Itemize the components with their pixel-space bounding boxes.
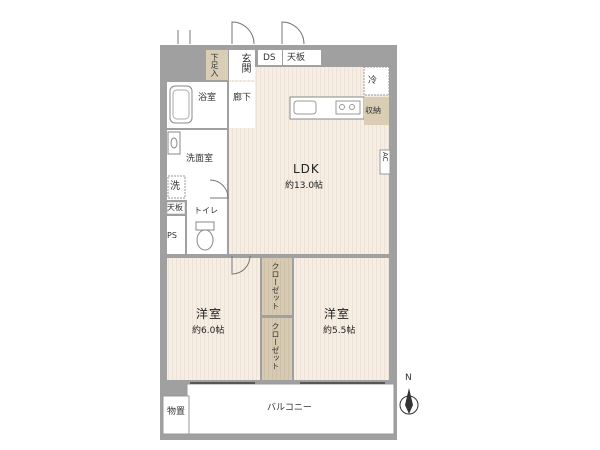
burner-icon — [339, 104, 345, 110]
western1-size: 約6.0帖 — [192, 326, 225, 336]
ldk-name: LDK — [293, 162, 320, 176]
ds-area — [258, 50, 282, 65]
ac-label: AC — [381, 152, 389, 162]
top-board-area — [283, 50, 321, 65]
hallway-floor — [229, 82, 255, 128]
washer-icon — [167, 175, 186, 199]
ac-box — [379, 149, 391, 175]
ldk-size: 約13.0帖 — [285, 181, 324, 191]
closet1-label: クローゼット — [271, 262, 280, 310]
western1-name: 洋室 — [196, 307, 223, 321]
closet2-label: クローゼット — [271, 322, 280, 370]
entrance-door-2 — [281, 21, 305, 45]
shoe-door — [177, 30, 191, 44]
compass-needle — [405, 388, 413, 414]
bath-label: 浴室 — [198, 93, 217, 103]
western2-size: 約5.5帖 — [323, 326, 356, 336]
bathtub-inner — [172, 89, 190, 120]
western2-name: 洋室 — [324, 307, 351, 321]
top-board-wash-label: 天板 — [167, 203, 183, 212]
burner-icon — [349, 104, 355, 110]
storage-label: 物置 — [167, 407, 186, 417]
sink-icon — [167, 131, 181, 155]
toilet-door — [209, 179, 229, 199]
washer-label: 洗 — [170, 181, 180, 192]
storage-shed — [162, 395, 190, 435]
entrance-door — [231, 21, 255, 45]
washroom-label: 洗面室 — [186, 154, 214, 164]
ps-label: PS — [167, 231, 177, 240]
shoe-storage — [206, 50, 228, 80]
hallway-label: 廊下 — [233, 93, 252, 103]
fridge-label: 冷 — [368, 76, 378, 86]
sink-bowl — [170, 137, 178, 149]
top-board-wash — [166, 201, 186, 215]
room-door-1 — [231, 255, 251, 275]
balcony-label: バルコニー — [267, 403, 312, 413]
entrance-floor — [229, 50, 255, 80]
western1-floor — [167, 258, 260, 380]
bathtub-icon — [169, 85, 193, 124]
ps-area — [167, 216, 185, 254]
ds-label: DS — [263, 53, 276, 63]
kitchen-storage — [364, 97, 389, 125]
western2-floor — [294, 258, 389, 380]
toilet-bowl-icon — [196, 229, 214, 251]
fridge-space — [363, 66, 390, 96]
kitchen-storage-label: 収納 — [365, 106, 381, 115]
toilet-tank-icon — [195, 221, 215, 231]
kitchen-sink-icon — [293, 100, 317, 115]
toilet-label: トイレ — [194, 206, 218, 215]
balcony-floor — [186, 383, 395, 435]
top-board-kitchen-label: 天板 — [287, 53, 306, 63]
closet2 — [262, 318, 292, 380]
compass-label: N — [405, 373, 412, 383]
entrance-label: 玄関 — [239, 53, 250, 73]
shoe-storage-label: 下足入 — [210, 53, 219, 77]
closet1 — [262, 258, 292, 315]
